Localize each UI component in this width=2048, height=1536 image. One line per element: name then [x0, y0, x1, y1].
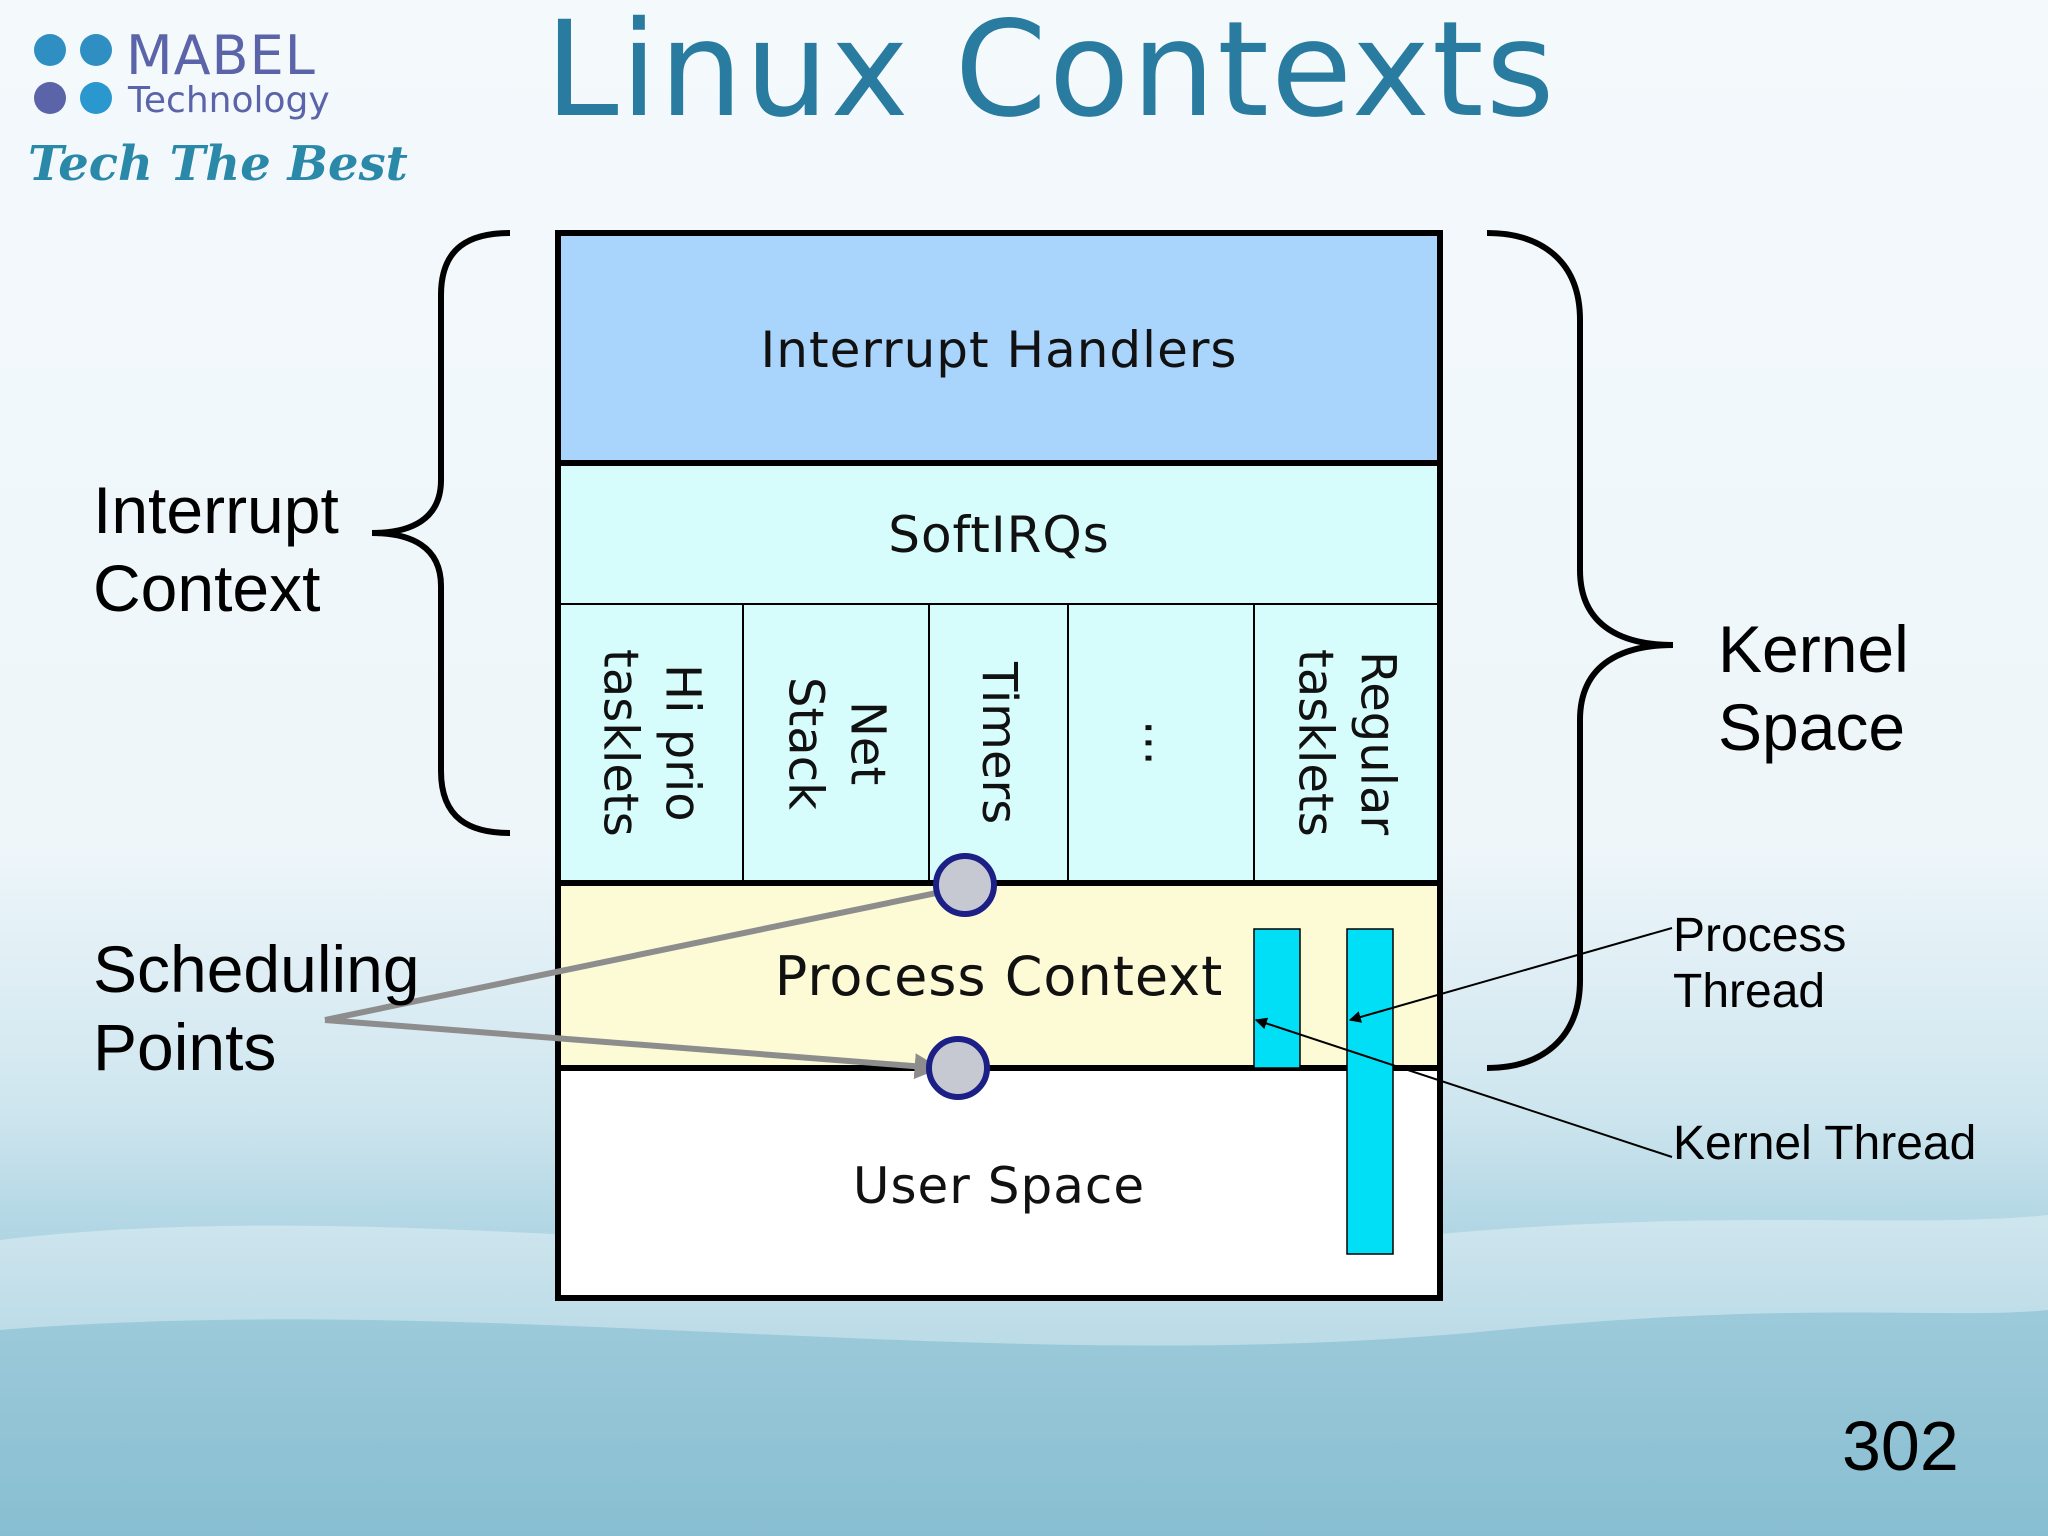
net-stack-label: Net Stack: [777, 676, 896, 810]
interrupt-context-brace: [371, 230, 511, 836]
logo-company-name: MABEL: [126, 24, 316, 87]
process-context-label: Process Context: [774, 945, 1224, 1008]
softirqs-layer: [558, 463, 1440, 883]
regular-tasklets-label: Regular tasklets: [1287, 649, 1406, 837]
user-space-layer: [558, 1068, 1440, 1298]
scheduling-point-upper: [933, 853, 997, 917]
logo-dot-1: [34, 34, 66, 66]
kernel-space-brace: [1486, 230, 1674, 1071]
process-thread-label: Process Thread: [1673, 909, 1847, 1018]
kernel-space-label: Kernel Space: [1718, 612, 1909, 764]
softirq-cell-hi-prio: Hi prio tasklets: [560, 605, 743, 881]
timers-label: Timers: [971, 661, 1027, 825]
softirq-cell-regular: Regular tasklets: [1255, 605, 1438, 881]
softirq-cell-timers: Timers: [930, 605, 1068, 881]
softirq-cell-net-stack: Net Stack: [744, 605, 929, 881]
process-thread-leader: [1348, 927, 1673, 1023]
logo-dot-3: [34, 82, 66, 114]
background-wave-2: [0, 1310, 2048, 1536]
background-wave-1: [0, 1215, 2048, 1536]
scheduling-arrow-lower: [324, 1017, 941, 1080]
interrupt-handlers-layer: [558, 233, 1440, 463]
scheduling-arrow-upper: [324, 877, 978, 1023]
slide-title: Linux Contexts: [545, 0, 1557, 147]
kernel-thread-bar: [1253, 928, 1301, 1069]
scheduling-points-label: Scheduling Points: [93, 932, 420, 1084]
scheduling-point-lower: [926, 1036, 990, 1100]
process-thread-bar: [1346, 928, 1394, 1255]
page-number: 302: [1842, 1407, 1959, 1485]
interrupt-handlers-label: Interrupt Handlers: [760, 321, 1238, 379]
diagram-frame: [555, 230, 1443, 1301]
logo-dot-2: [80, 34, 112, 66]
hi-prio-tasklets-label: Hi prio tasklets: [592, 649, 711, 837]
softirqs-label: SoftIRQs: [888, 506, 1110, 564]
logo-dot-4: [80, 82, 112, 114]
logo-company-subtitle: Technology: [128, 80, 330, 121]
ellipsis-label: ...: [1133, 720, 1190, 766]
kernel-thread-leader: [1254, 1017, 1673, 1158]
logo-tagline: Tech The Best: [28, 136, 408, 192]
softirq-cell-ellipsis: ...: [1069, 605, 1254, 881]
interrupt-context-label: Interrupt Context: [93, 473, 339, 625]
user-space-label: User Space: [852, 1157, 1146, 1215]
kernel-thread-label: Kernel Thread: [1673, 1117, 1977, 1170]
